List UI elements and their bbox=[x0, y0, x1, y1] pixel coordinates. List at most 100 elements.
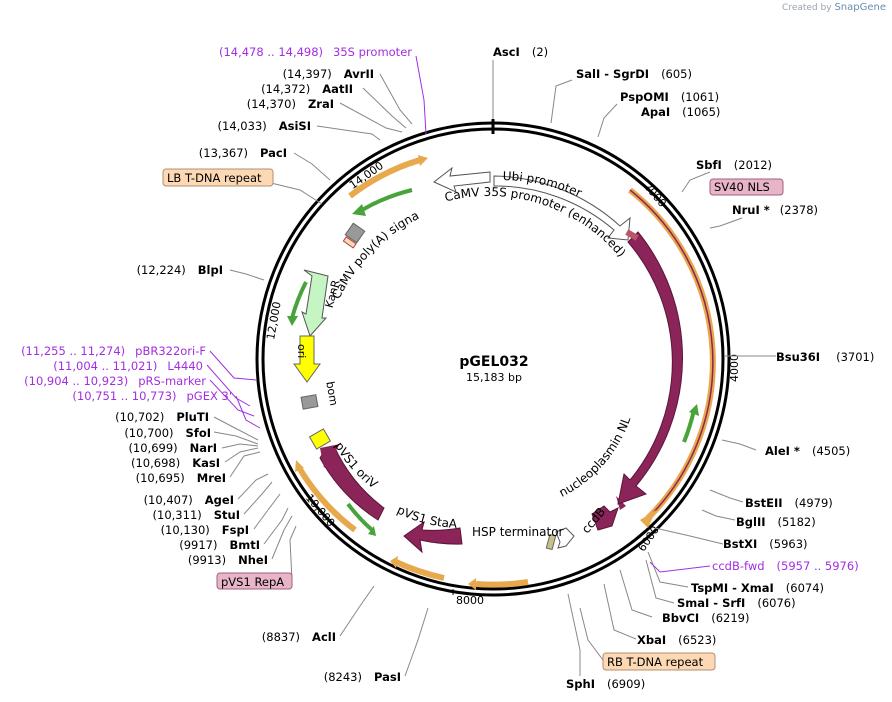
orange-arrow-8000-head bbox=[390, 556, 398, 568]
primer-35s-promoter: (14,478 .. 14,498)35S promoter bbox=[219, 45, 412, 59]
tick-label-12000: 12,000 bbox=[264, 301, 283, 341]
orange-arrow-lb bbox=[348, 157, 421, 199]
site-alei: AleI *(4505) bbox=[765, 444, 850, 458]
sv40-nls-label-box bbox=[709, 178, 784, 196]
site-bsteii: BstEII(4979) bbox=[745, 496, 833, 510]
orange-arrow-repa bbox=[295, 464, 357, 533]
camv-enhanced-arrow bbox=[433, 166, 491, 193]
green-arrow-top bbox=[361, 188, 413, 212]
primer-ccdb-fwd: ccdB-fwd(5957 .. 5976) bbox=[712, 559, 859, 573]
site-stui: (10,311)StuI bbox=[153, 508, 240, 522]
orange-arrow-lb-head bbox=[418, 155, 428, 166]
site-acli: (8837)AclI bbox=[262, 630, 336, 644]
orange-arrow-8000 bbox=[394, 559, 445, 581]
site-tspmi: TspMI - XmaI(6074) bbox=[691, 581, 824, 595]
leader-lines bbox=[213, 60, 776, 677]
lb-repeat-label-box bbox=[162, 168, 274, 187]
primer-labels: (14,478 .. 14,498)35S promoter (11,255 .… bbox=[21, 45, 412, 403]
site-mrei: (10,695)MreI bbox=[136, 471, 226, 485]
ccdb-arrow bbox=[591, 505, 619, 531]
site-bstxi: BstXI(5963) bbox=[723, 537, 808, 551]
site-bbvci: BbvCI(6219) bbox=[662, 611, 749, 625]
site-blpi: (12,224)BlpI bbox=[137, 263, 223, 277]
site-sphi: SphI(6909) bbox=[566, 677, 645, 691]
pvs1-staa-arrow bbox=[403, 520, 463, 554]
primer-prs-marker: (10,904 .. 10,923)pRS-marker bbox=[24, 374, 206, 388]
site-pspomi: PspOMI(1061) bbox=[620, 90, 719, 104]
site-nari: (10,699)NarI bbox=[128, 441, 217, 455]
ori-label: ori bbox=[295, 344, 308, 358]
sv40-nls-label: SV40 NLS bbox=[714, 180, 770, 194]
site-asci: AscI(2) bbox=[493, 45, 548, 59]
bom-box bbox=[300, 394, 319, 410]
site-kasi: (10,698)KasI bbox=[131, 456, 220, 470]
orange-arrow-repa-head bbox=[295, 460, 304, 472]
ori-arrow bbox=[293, 335, 321, 383]
lb-repeat-box bbox=[344, 222, 366, 244]
feature-boxes: LB T-DNA repeat SV40 NLS pVS1 RepA RB T-… bbox=[162, 168, 784, 671]
site-sali: SalI - SgrDI(605) bbox=[576, 67, 692, 81]
pvs1-staa-label: pVS1 StaA bbox=[395, 503, 458, 531]
site-avrii: (14,397)AvrII bbox=[283, 67, 374, 81]
site-xbai: XbaI(6523) bbox=[637, 633, 716, 647]
plasmid-name: pGEL032 bbox=[459, 354, 528, 370]
sites-right: AscI(2) SalI - SgrDI(605) PspOMI(1061) A… bbox=[493, 45, 874, 691]
site-nrui: NruI *(2378) bbox=[732, 203, 818, 217]
site-apai: ApaI(1065) bbox=[641, 105, 720, 119]
site-aatii: (14,372)AatII bbox=[261, 82, 353, 96]
green-arrow-right bbox=[682, 409, 696, 443]
green-arrow-kanr-head bbox=[287, 316, 298, 326]
site-zrai: (14,370)ZraI bbox=[247, 97, 334, 111]
hsp-small-box bbox=[545, 533, 557, 551]
yellow-feature-box bbox=[308, 428, 332, 450]
pvs1-repa-label-box bbox=[216, 572, 293, 590]
site-bsu36i: Bsu36I(3701) bbox=[776, 350, 874, 364]
primer-leader-lines bbox=[206, 55, 711, 573]
tick-label-4000: 4000 bbox=[728, 354, 741, 382]
orange-arrow-head bbox=[640, 510, 656, 528]
primer-pgex3: (10,751 .. 10,773)pGEX 3' bbox=[72, 389, 232, 403]
site-pasi: (8243)PasI bbox=[324, 670, 401, 684]
lbcpf1-label: LbCpf1 bbox=[689, 340, 710, 384]
site-bglii: BglII(5182) bbox=[736, 515, 816, 529]
site-agei: (10,407)AgeI bbox=[144, 493, 234, 507]
site-nhei: (9913)NheI bbox=[188, 553, 268, 567]
pvs1-repa-label: pVS1 RepA bbox=[221, 575, 284, 589]
lb-repeat-small bbox=[342, 236, 357, 249]
hsp-terminator-arrow bbox=[555, 527, 575, 549]
hsp-terminator-label: HSP terminator bbox=[472, 525, 564, 539]
bom-label: bom bbox=[323, 380, 340, 406]
lbcpf1-arrow bbox=[617, 231, 683, 505]
site-asisi: (14,033)AsiSI bbox=[218, 119, 311, 133]
pvs1-oriv-head bbox=[320, 444, 340, 468]
camv-enhanced-label: CaMV 35S promoter (enhanced) bbox=[443, 185, 628, 260]
plasmid-size: 15,183 bp bbox=[466, 371, 522, 384]
inner-features bbox=[287, 166, 699, 554]
tick-label-8000: 8000 bbox=[456, 594, 484, 607]
site-bmti: (9917)BmtI bbox=[179, 538, 260, 552]
sv40-nls-small bbox=[625, 229, 639, 241]
primer-pbr322ori-f: (11,255 .. 11,274)pBR322ori-F bbox=[21, 344, 206, 358]
site-sbfi: SbfI(2012) bbox=[696, 158, 772, 172]
site-paci: (13,367)PacI bbox=[199, 146, 287, 160]
snapgene-logo-text: SnapGene bbox=[834, 2, 886, 13]
sites-left: (14,397)AvrII (14,372)AatII (14,370)ZraI… bbox=[115, 67, 401, 684]
orange-arrow-rb bbox=[475, 579, 529, 588]
primer-l4440: (11,004 .. 11,021)L4440 bbox=[53, 359, 203, 373]
outer-features bbox=[295, 155, 716, 590]
site-pluti: (10,702)PluTI bbox=[115, 410, 209, 424]
sv40-nls-track-line bbox=[629, 189, 714, 519]
site-sfoi: (10,700)SfoI bbox=[124, 426, 211, 440]
rb-repeat-label: RB T-DNA repeat bbox=[607, 655, 704, 669]
snapgene-credit: Created by SnapGene bbox=[782, 2, 886, 13]
green-arrow-right-head bbox=[689, 404, 699, 416]
site-fspi: (10,130)FspI bbox=[161, 523, 249, 537]
green-arrow-top-head bbox=[352, 204, 366, 216]
rb-repeat-label-box bbox=[602, 652, 716, 671]
lb-repeat-label: LB T-DNA repeat bbox=[167, 171, 262, 185]
credit-prefix: Created by bbox=[782, 3, 832, 13]
site-smai: SmaI - SrfI(6076) bbox=[677, 596, 796, 610]
orange-arrow-rb-head bbox=[468, 578, 476, 590]
green-arrow-oriv-head bbox=[368, 526, 376, 536]
